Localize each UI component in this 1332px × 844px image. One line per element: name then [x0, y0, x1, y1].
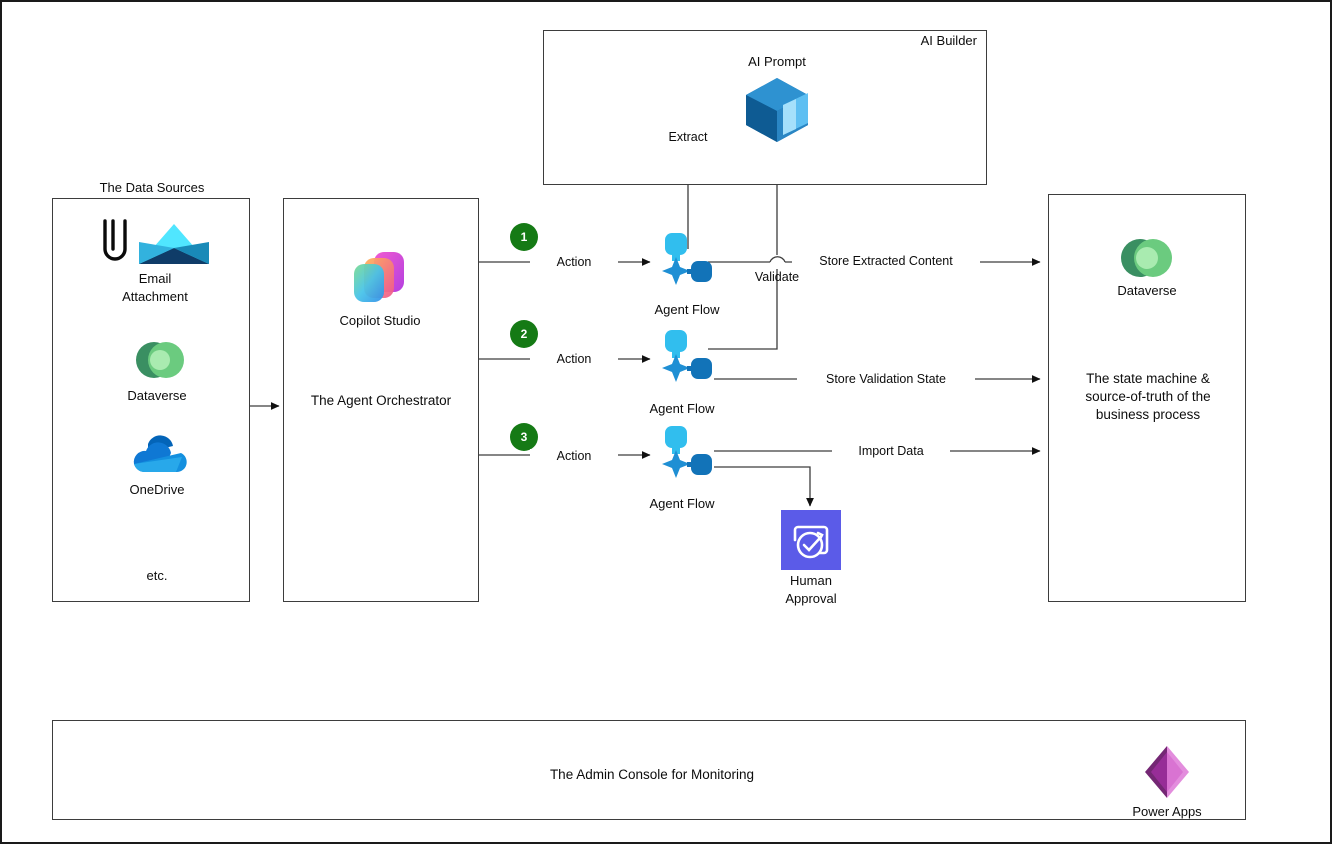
admin-console-caption: The Admin Console for Monitoring — [549, 767, 755, 782]
dataverse-store-caption: The state machine & source-of-truth of t… — [1085, 371, 1211, 423]
data-sources-box — [52, 198, 250, 602]
dataverse-store-label: Dataverse — [1117, 283, 1177, 298]
etc-label: etc. — [146, 568, 168, 583]
data-sources-title: The Data Sources — [99, 180, 205, 195]
power-apps-label: Power Apps — [1132, 804, 1202, 819]
ai-prompt-label: AI Prompt — [748, 54, 806, 69]
store-validation-edge-label: Store Validation State — [797, 372, 975, 386]
step-badge-3: 3 — [510, 423, 538, 451]
extract-edge-label: Extract — [668, 130, 708, 144]
agent-flow-icon — [659, 231, 715, 285]
onedrive-label: OneDrive — [129, 482, 185, 497]
wire-to-approval — [714, 466, 814, 507]
step-badge-1: 1 — [510, 223, 538, 251]
admin-console-box — [52, 720, 1246, 820]
action-label-1: Action — [530, 255, 618, 269]
agent-orchestrator-caption: The Agent Orchestrator — [310, 393, 452, 408]
agent-flow-icon — [659, 424, 715, 478]
action-label-3: Action — [530, 449, 618, 463]
action-label-2: Action — [530, 352, 618, 366]
agent-flow-label-1: Agent Flow — [654, 302, 720, 317]
ai-builder-title: AI Builder — [920, 33, 977, 48]
onedrive-icon — [128, 430, 190, 476]
copilot-studio-label: Copilot Studio — [339, 313, 421, 328]
import-data-edge-label: Import Data — [832, 444, 950, 458]
email-attachment-label: Email Attachment — [122, 271, 188, 304]
ai-prompt-hexagon-icon — [738, 75, 816, 145]
agent-flow-label-2: Agent Flow — [649, 401, 715, 416]
copilot-studio-icon — [347, 246, 409, 308]
agent-flow-icon — [659, 328, 715, 382]
power-apps-icon — [1139, 744, 1195, 800]
email-attachment-icon — [95, 212, 213, 270]
human-approval-label: Human Approval — [785, 573, 837, 606]
store-extracted-edge-label: Store Extracted Content — [792, 254, 980, 268]
dataverse-icon — [132, 334, 188, 386]
human-approval-icon — [781, 510, 841, 570]
dataverse-icon — [1117, 231, 1177, 285]
agent-flow-label-3: Agent Flow — [649, 496, 715, 511]
validate-edge-label: Validate — [754, 270, 800, 284]
wire-hop-arc — [769, 256, 786, 263]
step-badge-2: 2 — [510, 320, 538, 348]
dataverse-source-label: Dataverse — [127, 388, 187, 403]
